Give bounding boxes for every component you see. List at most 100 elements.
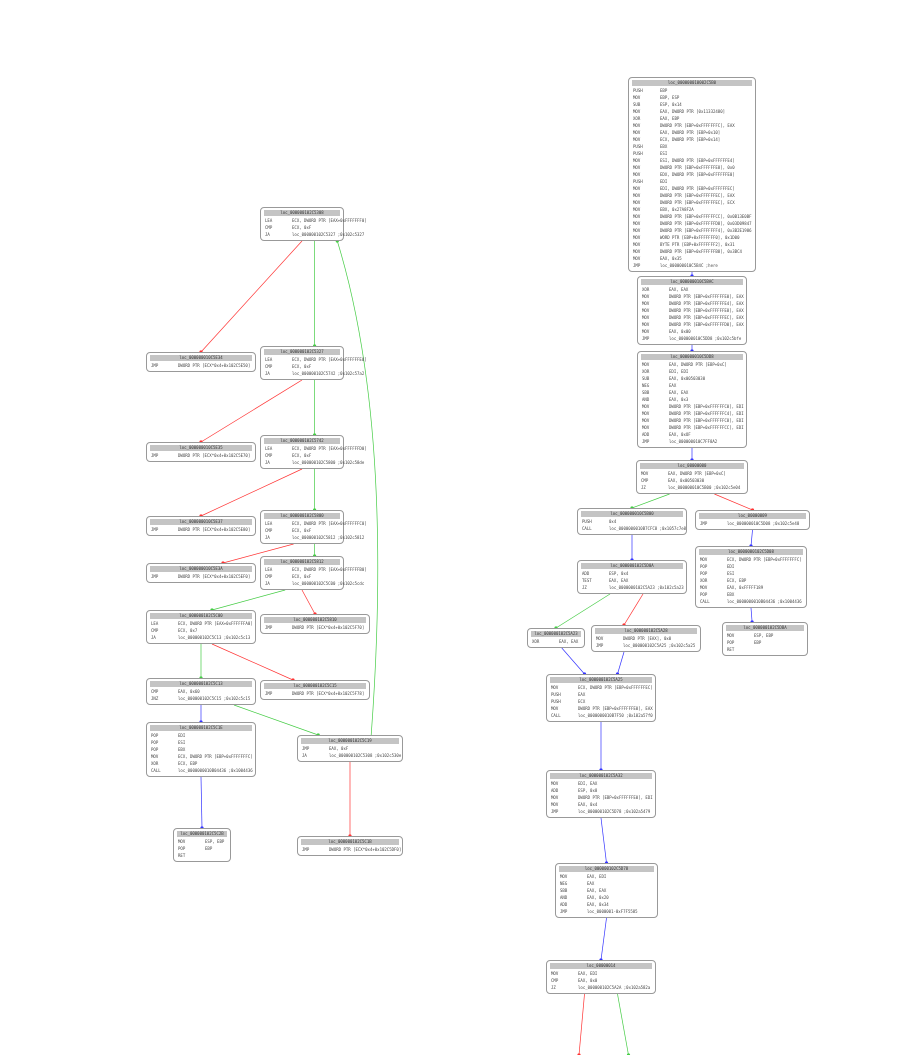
mnemonic: JMP xyxy=(151,574,159,579)
operands: EDI, DWORD PTR [EBP+0xFFFFFFEC] xyxy=(660,186,735,191)
block-title: loc_000000102C5742 xyxy=(264,438,340,444)
operands: ECX xyxy=(578,699,586,704)
mnemonic: POP xyxy=(151,733,159,738)
mnemonic: JA xyxy=(151,635,156,640)
instruction-row: XOR ECX, EBP xyxy=(150,760,252,767)
operands: ECX, EBP xyxy=(178,761,198,766)
operands: loc_000000010C5B4C ;here xyxy=(660,263,718,268)
mnemonic: LEA xyxy=(265,446,273,451)
operands: DWORD PTR [EBP+0xFFFFFFC0], EDI xyxy=(669,404,744,409)
mnemonic: JA xyxy=(265,371,270,376)
operands: DWORD PTR [EBP+0xFFFFFFD8], 0x03D09847 xyxy=(660,221,752,226)
mnemonic: MOV xyxy=(633,165,641,170)
mnemonic: MOV xyxy=(633,172,641,177)
operands: ECX, DWORD PTR [EBP+0x14] xyxy=(660,137,721,142)
mnemonic: JMP xyxy=(642,336,650,341)
block-title: loc_000000102C5A23 xyxy=(531,631,581,637)
mnemonic: JA xyxy=(265,232,270,237)
mnemonic: MOV xyxy=(633,249,641,254)
operands: EAX, EAX xyxy=(669,390,689,395)
mnemonic: XOR xyxy=(151,761,159,766)
mnemonic: LEA xyxy=(265,567,273,572)
block-title: loc_00000000 xyxy=(640,463,744,469)
mnemonic: MOV xyxy=(700,585,708,590)
block-title: loc_000000102C5A32 xyxy=(550,773,652,779)
operands: loc_0000000010B7CFC8 ;0x1057c7e8 xyxy=(609,526,687,531)
operands: DWORD PTR [EBP+0xFFFFFFE4], EAX xyxy=(669,301,744,306)
operands: EAX, EDI xyxy=(587,874,607,879)
mnemonic: JA xyxy=(265,460,270,465)
mnemonic: TEST xyxy=(582,578,592,583)
mnemonic: JMP xyxy=(642,439,650,444)
operands: EBX xyxy=(727,592,735,597)
edge xyxy=(750,529,753,547)
operands: EAX, EDI xyxy=(578,971,598,976)
mnemonic: MOV xyxy=(700,557,708,562)
mnemonic: JA xyxy=(265,581,270,586)
operands: EBP xyxy=(660,88,668,93)
operands: EAX, 0x4 xyxy=(578,802,598,807)
mnemonic: CMP xyxy=(265,528,273,533)
mnemonic: MOV xyxy=(560,874,568,879)
edge-offscreen xyxy=(617,993,629,1055)
mnemonic: SUB xyxy=(633,102,641,107)
operands: EAX, 0xOF xyxy=(669,432,691,437)
mnemonic: MOV xyxy=(727,633,735,638)
mnemonic: PUSH xyxy=(633,88,643,93)
mnemonic: MOV xyxy=(551,795,559,800)
operands: DWORD PTR [EBP+0xFFFFFFE0], EAX xyxy=(669,294,744,299)
